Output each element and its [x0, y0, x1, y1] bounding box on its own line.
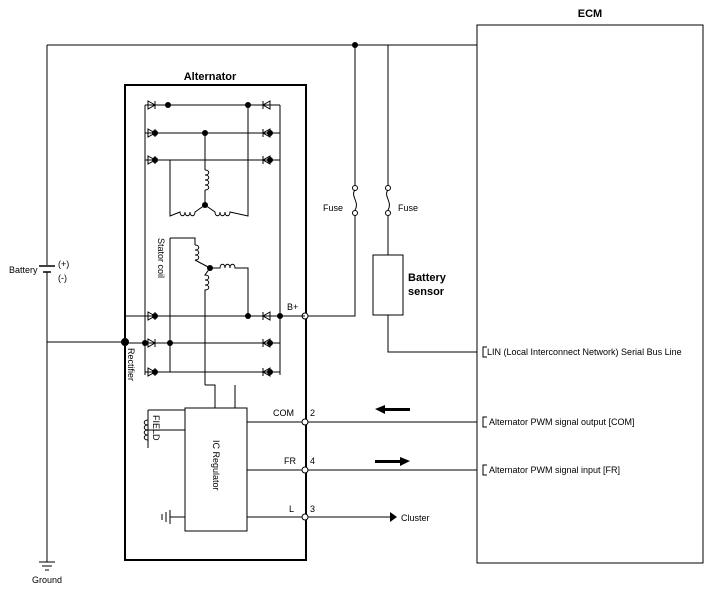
lin-connector [482, 346, 487, 358]
lin-label: LIN (Local Interconnect Network) Serial … [487, 347, 682, 357]
fr-terminal [301, 466, 309, 474]
upper-diode-bridge [144, 100, 281, 375]
pwm-output-connector [482, 416, 487, 428]
battery-symbol [39, 45, 55, 562]
battery-sensor-box [372, 254, 404, 316]
ground-label: Ground [32, 575, 62, 585]
rectifier-label: Rectifier [126, 348, 136, 381]
pwm-input-label: Alternator PWM signal input [FR] [489, 465, 620, 475]
pwm-output-label: Alternator PWM signal output [COM] [489, 417, 635, 427]
ecm-box [476, 24, 704, 564]
pin-4-label: 4 [310, 456, 315, 466]
field-coil [143, 409, 185, 448]
regulator-ground-symbol [161, 510, 185, 524]
fuse1-lower-wire [306, 216, 356, 317]
pin-3-label: 3 [310, 504, 315, 514]
l-label: L [289, 504, 294, 514]
com-terminal [301, 418, 309, 426]
rectifier-ground-node [121, 338, 129, 346]
fuse-2-label: Fuse [398, 203, 418, 213]
alternator-title: Alternator [184, 71, 237, 83]
cluster-label: Cluster [401, 513, 430, 523]
l-terminal [301, 513, 309, 521]
com-arrow-left [375, 405, 410, 414]
battery-plus-label: (+) [58, 259, 69, 269]
stator-coil-label: Stator coil [156, 238, 166, 278]
ecm-title: ECM [578, 8, 602, 20]
ic-regulator-label: IC Regulator [211, 440, 221, 491]
com-label: COM [273, 408, 294, 418]
field-label: FIELD [151, 415, 161, 441]
fuse-1-label: Fuse [323, 203, 343, 213]
lin-wire [387, 315, 477, 353]
b-plus-label: B+ [287, 302, 298, 312]
reg-link-1 [205, 384, 216, 408]
stator-coil-upper [169, 105, 249, 217]
fuse-1-symbol [352, 185, 358, 216]
stator-coil-lower [169, 237, 249, 385]
fr-label: FR [284, 456, 296, 466]
alternator-box [124, 84, 307, 561]
battery-minus-label: (-) [58, 273, 67, 283]
battery-sensor-label-1: Battery [408, 272, 447, 284]
pwm-input-connector [482, 464, 487, 476]
pin-2-label: 2 [310, 408, 315, 418]
cluster-arrow [390, 512, 397, 522]
ground-symbol [39, 561, 55, 571]
lower-diode-bridge [125, 311, 305, 377]
fr-arrow-right [375, 457, 410, 466]
battery-label: Battery [9, 265, 38, 275]
battery-sensor-label-2: sensor [408, 286, 445, 298]
fuse-2-symbol [385, 185, 391, 216]
